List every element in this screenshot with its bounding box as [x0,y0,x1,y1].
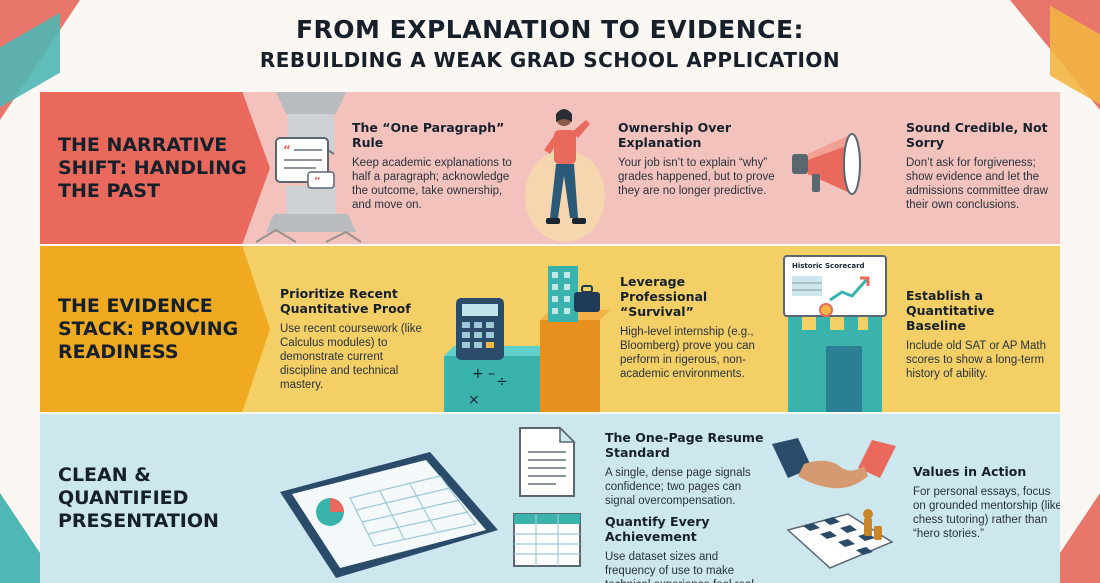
block-title: Ownership Over Explanation [618,120,732,150]
broken-pillar-icon: “ ” [255,92,362,243]
block-title: The “One Paragraph” Rule [352,120,505,150]
presentation-section: CLEAN & QUANTIFIED PRESENTATION The One-… [40,414,1060,583]
section-label: THE NARRATIVE SHIFT: HANDLING THE PAST [40,92,270,244]
tablet-icon [280,452,498,578]
title-line-1: FROM EXPLANATION TO EVIDENCE: [295,15,805,44]
credible-block: Sound Credible, Not Sorry Don’t ask for … [906,120,1056,212]
svg-text:×: × [468,392,480,408]
quantify-block: Quantify Every Achievement Use dataset s… [605,514,765,583]
confident-person-icon [525,109,605,242]
narrative-shift-section: THE NARRATIVE SHIFT: HANDLING THE PAST “… [40,92,1060,244]
block-title: The One-Page Resume Standard [605,430,764,460]
block-body: For personal essays, focus on grounded m… [913,486,1060,540]
values-block: Values in Action For personal essays, fo… [913,464,1060,541]
megaphone-icon [792,133,861,195]
svg-text:”: ” [314,176,321,187]
recent-proof-block: Prioritize Recent Quantitative Proof Use… [280,286,430,392]
block-body: Include old SAT or AP Math scores to sho… [906,340,1046,380]
calculator-icon: ÷ × + – [444,266,610,412]
section-label: THE EVIDENCE STACK: PROVING READINESS [40,246,270,412]
svg-text:÷: ÷ [496,374,508,390]
block-body: Don’t ask for forgiveness; show evidence… [906,157,1048,211]
ownership-block: Ownership Over Explanation Your job isn’… [618,120,788,198]
block-body: High-level internship (e.g., Bloomberg) … [620,326,755,380]
document-icon [519,426,576,497]
page-title: FROM EXPLANATION TO EVIDENCE: REBUILDING… [0,14,1100,74]
block-title: Prioritize Recent Quantitative Proof [280,286,411,316]
professional-survival-block: Leverage Professional “Survival” High-le… [620,274,770,381]
section-label-text: THE EVIDENCE STACK: PROVING READINESS [58,294,239,363]
baseline-block: Establish a Quantitative Baseline Includ… [906,288,1056,381]
block-title: Leverage Professional “Survival” [620,274,708,319]
title-line-2: REBUILDING A WEAK GRAD SCHOOL APPLICATIO… [259,48,841,72]
block-title: Quantify Every Achievement [605,514,710,544]
scorecard-label: Historic Scorecard [792,262,865,270]
block-title: Values in Action [913,464,1027,479]
spreadsheet-icon [513,513,581,567]
svg-text:+ –: + – [472,366,495,382]
block-body: Use recent coursework (like Calculus mod… [280,323,422,391]
block-body: Your job isn’t to explain “why” grades h… [618,157,775,197]
section-label-text: THE NARRATIVE SHIFT: HANDLING THE PAST [58,133,247,202]
block-body: A single, dense page signals confidence;… [605,467,751,507]
handshake-chess-icon [772,438,896,569]
block-title: Sound Credible, Not Sorry [906,120,1048,150]
section-label: CLEAN & QUANTIFIED PRESENTATION [40,414,270,583]
scorecard-icon: Historic Scorecard [783,255,887,412]
resume-standard-block: The One-Page Resume Standard A single, d… [605,430,765,508]
block-title: Establish a Quantitative Baseline [906,288,995,333]
section-label-text: CLEAN & QUANTIFIED PRESENTATION [58,464,219,532]
evidence-stack-section: THE EVIDENCE STACK: PROVING READINESS Pr… [40,246,1060,412]
rule-block: The “One Paragraph” Rule Keep academic e… [352,120,522,212]
svg-text:“: “ [283,143,291,157]
block-body: Keep academic explanations to half a par… [352,157,512,211]
block-body: Use dataset sizes and frequency of use t… [605,551,757,583]
